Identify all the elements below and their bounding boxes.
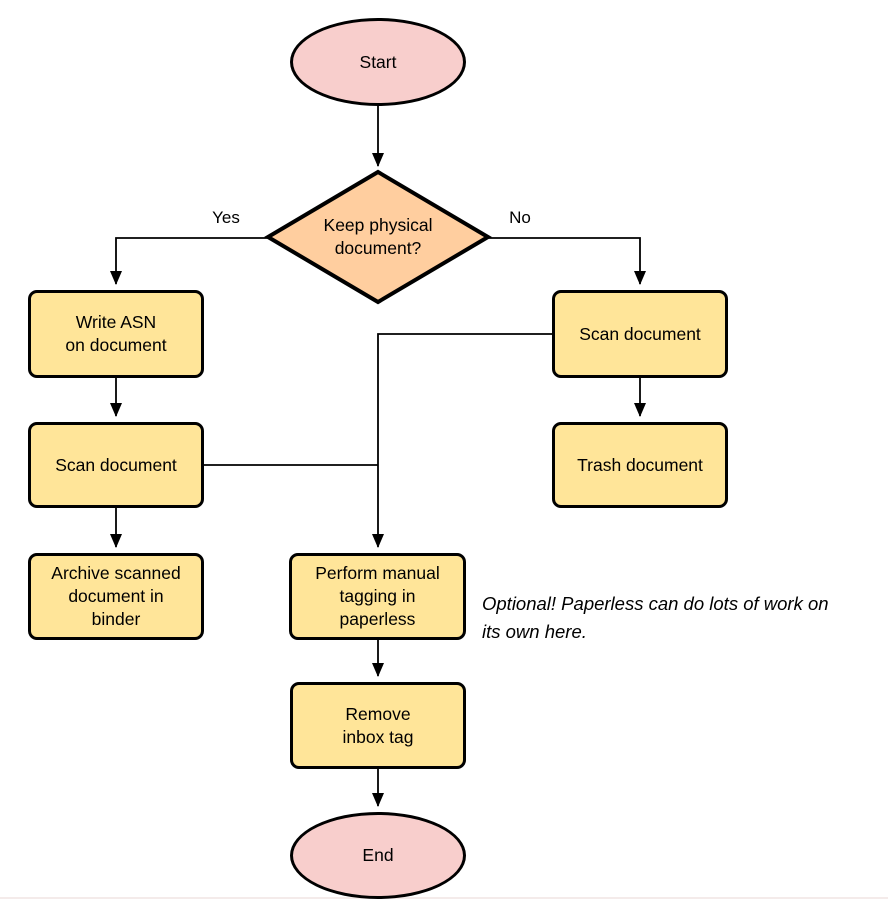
node-trash-document: Trash document	[552, 422, 728, 508]
optional-note-text: Optional! Paperless can do lots of work …	[482, 593, 829, 642]
node-end: End	[290, 812, 466, 899]
node-perform-manual-tagging: Perform manual tagging in paperless	[289, 553, 466, 640]
decision-diamond-shape	[264, 169, 492, 305]
bottom-divider	[0, 897, 888, 899]
node-scan-document-left: Scan document	[28, 422, 204, 508]
edge-decision-scan-right	[488, 237, 646, 285]
edge-scan-right-tagging	[372, 333, 552, 548]
node-scan-document-right: Scan document	[552, 290, 728, 378]
node-remove-inbox-tag: Remove inbox tag	[290, 682, 466, 769]
node-archive-scanned: Archive scanned document in binder	[28, 553, 204, 640]
edge-label-no: No	[509, 208, 531, 227]
node-write-asn: Write ASN on document	[28, 290, 204, 378]
node-start: Start	[290, 18, 466, 106]
edge-decision-write-asn	[110, 237, 268, 285]
edge-label-yes: Yes	[212, 208, 240, 227]
node-decision-label: Keep physical document?	[323, 215, 433, 258]
